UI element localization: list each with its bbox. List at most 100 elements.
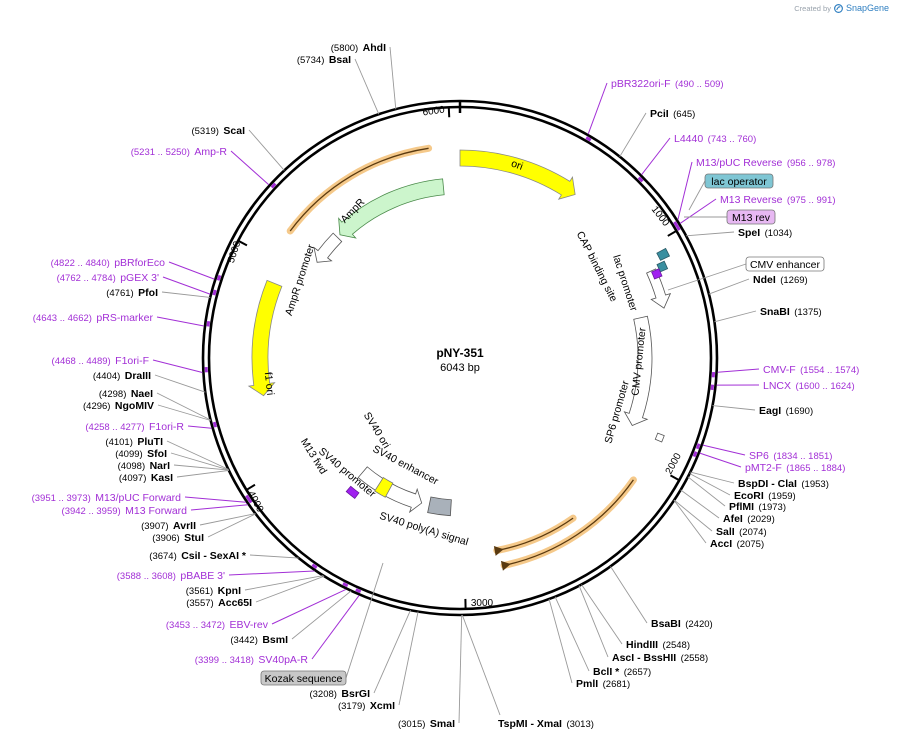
primer-site-mark	[692, 451, 698, 458]
enzyme-leader-line	[398, 611, 419, 706]
primer-leader-line	[271, 588, 347, 625]
enzyme-label: PciI (645)	[650, 104, 695, 121]
primer-leader-line	[168, 261, 215, 280]
enzyme-name: XcmI	[370, 700, 395, 712]
enzyme-label: (3561) KpnI	[186, 581, 241, 598]
enzyme-name: TspMI - XmaI	[498, 718, 562, 730]
primer-label: CMV-F (1554 .. 1574)	[763, 360, 859, 377]
primer-site-mark	[637, 176, 644, 183]
enzyme-name: ScaI	[223, 125, 245, 137]
enzyme-position: (2075)	[737, 539, 764, 550]
primer-site-mark	[212, 421, 218, 428]
primer-site-mark	[311, 563, 318, 569]
enzyme-name: EcoRI	[734, 490, 764, 502]
sv40-polya-block	[427, 496, 452, 517]
primer-name: pMT2-F	[745, 462, 782, 474]
primer-leader-line	[677, 161, 693, 220]
enzyme-name: SmaI	[430, 718, 455, 730]
enzyme-leader-line	[714, 310, 757, 323]
primer-site-mark	[212, 289, 217, 296]
primer-site-mark	[675, 224, 681, 231]
primer-site-mark	[695, 443, 701, 450]
enzyme-position: (4404)	[93, 371, 120, 382]
sv40-arc-arrowhead	[500, 560, 511, 571]
enzyme-position: (1690)	[786, 406, 813, 417]
enzyme-name: KpnI	[218, 585, 241, 597]
primer-range: (4762 .. 4784)	[57, 273, 116, 284]
primer-name: pBR322ori-F	[611, 78, 671, 90]
enzyme-position: (4298)	[99, 389, 126, 400]
enzyme-position: (5800)	[331, 43, 358, 54]
enzyme-label: SnaBI (1375)	[760, 302, 822, 319]
feature-label-sp6-promoter: SP6 promoter	[602, 379, 632, 445]
enzyme-name: AvrII	[173, 520, 196, 532]
snapgene-logo-icon	[833, 3, 843, 13]
enzyme-name: DraIII	[125, 370, 151, 382]
primer-name: SV40pA-R	[258, 654, 308, 666]
enzyme-name: BsrGI	[341, 688, 370, 700]
primer-label: LNCX (1600 .. 1624)	[763, 376, 855, 393]
enzyme-leader-line	[610, 566, 648, 624]
primer-name: F1ori-R	[149, 421, 184, 433]
primer-label: (5231 .. 5250) Amp-R	[131, 142, 228, 159]
tick-mark	[667, 230, 677, 237]
enzyme-label: BsaBI (2420)	[651, 614, 713, 631]
enzyme-leader-line	[673, 500, 707, 544]
enzyme-position: (5734)	[297, 55, 324, 66]
primer-name: pBABE 3'	[180, 570, 225, 582]
primer-leader-line	[190, 504, 248, 511]
enzyme-name: SnaBI	[760, 306, 790, 318]
primer-site-mark	[355, 588, 362, 594]
feature-label-ampr-promoter: AmpR promoter	[283, 243, 317, 318]
primer-label: (3588 .. 3608) pBABE 3'	[117, 566, 225, 583]
boxed-label-frame	[704, 173, 774, 189]
primer-range: (490 .. 509)	[675, 79, 724, 90]
enzyme-name: NgoMIV	[115, 400, 154, 412]
primer-range: (1554 .. 1574)	[800, 365, 859, 376]
enzyme-label: SpeI (1034)	[738, 223, 792, 240]
enzyme-position: (3013)	[566, 719, 593, 730]
enzyme-leader-line	[255, 575, 325, 603]
enzyme-label: SalI (2074)	[716, 522, 767, 539]
credit-brand: SnapGene	[845, 3, 889, 13]
enzyme-position: (3015)	[398, 719, 425, 730]
enzyme-label: PflMI (1973)	[729, 497, 786, 514]
primer-leader-line	[152, 359, 203, 373]
primer-range: (3951 .. 3973)	[32, 493, 91, 504]
primer-site-mark	[216, 274, 222, 281]
boxed-label-text: M13 rev	[732, 212, 771, 224]
enzyme-position: (4101)	[105, 437, 132, 448]
lac-promoter-arrow	[646, 268, 672, 309]
enzyme-leader-line	[291, 590, 352, 640]
primer-site-mark	[206, 321, 211, 327]
primer-range: (1600 .. 1624)	[795, 381, 854, 392]
primer-leader-line	[702, 444, 746, 456]
ampr-promoter-arrow	[313, 232, 343, 263]
enzyme-leader-line	[680, 489, 720, 519]
enzyme-label: BclI * (2657)	[593, 662, 651, 679]
enzyme-leader-line	[687, 476, 726, 507]
enzyme-label: AscI - BssHII (2558)	[612, 648, 708, 665]
enzyme-position: (2681)	[603, 679, 630, 690]
enzyme-position: (1034)	[765, 228, 792, 239]
boxed-label-leader	[667, 263, 747, 291]
enzyme-name: PfoI	[138, 287, 158, 299]
primer-label: (3942 .. 3959) M13 Forward	[62, 501, 188, 518]
enzyme-leader-line	[176, 469, 229, 478]
enzyme-name: EagI	[759, 405, 781, 417]
plasmid-length: 6043 bp	[440, 362, 480, 374]
enzyme-label: (5800) AhdI	[331, 38, 386, 55]
enzyme-leader-line	[154, 374, 206, 393]
enzyme-name: AhdI	[363, 42, 386, 54]
enzyme-leader-line	[708, 278, 750, 295]
primer-label: pMT2-F (1865 .. 1884)	[745, 458, 845, 475]
enzyme-name: StuI	[184, 532, 204, 544]
primer-label: (4822 .. 4840) pBRforEco	[51, 253, 166, 270]
leader-lines	[152, 46, 760, 724]
primer-name: EBV-rev	[229, 619, 268, 631]
enzyme-name: CsiI - SexAI *	[181, 550, 247, 562]
ampr-feature-arrow	[338, 178, 445, 239]
enzyme-leader-line	[461, 614, 501, 716]
enzyme-label: BspDI - ClaI (1953)	[738, 474, 829, 491]
